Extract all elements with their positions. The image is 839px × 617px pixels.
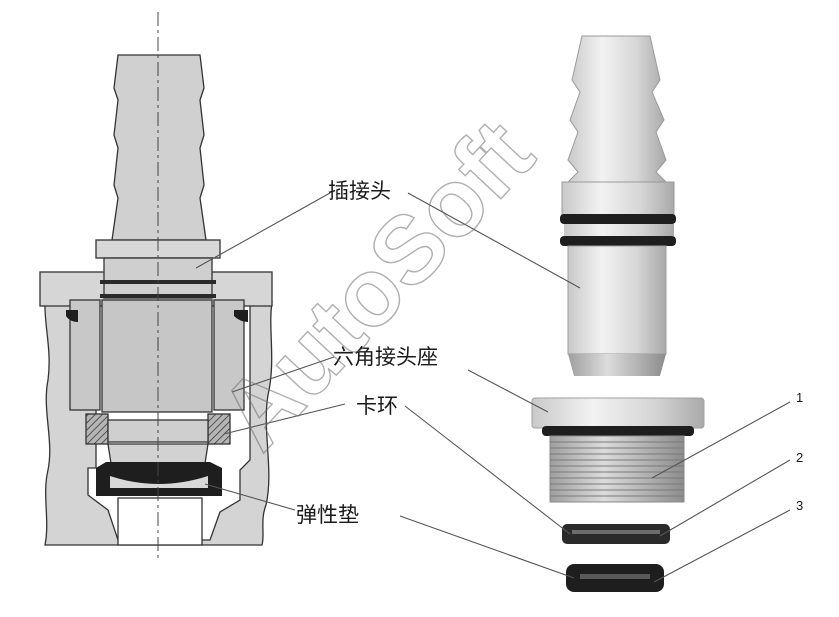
elastic-pad-photo-highlight	[580, 574, 650, 579]
plug-photo-oring-2	[560, 236, 676, 246]
hex-seat-photo-thread	[549, 435, 685, 503]
hex-seat-photo-flange	[531, 397, 705, 429]
plug-photo-body	[567, 245, 667, 355]
snap-ring-left-section	[85, 413, 109, 445]
part-number-1: 1	[796, 390, 803, 405]
plug-photo-tip	[568, 354, 666, 376]
label-elastic-pad: 弹性垫	[296, 503, 359, 527]
label-hex-seat: 六角接头座	[333, 345, 438, 369]
bottom-bore	[117, 497, 203, 546]
parts-photo	[531, 35, 705, 592]
plug-stem	[111, 54, 207, 241]
plug-body	[101, 299, 213, 413]
plug-photo-oring-1	[560, 214, 676, 224]
part-number-2: 2	[796, 450, 803, 465]
thread-lines	[550, 441, 684, 497]
plug-photo-stem	[566, 35, 668, 183]
label-plug: 插接头	[328, 179, 391, 203]
snap-ring-photo-highlight	[572, 530, 660, 534]
plug-photo-collar	[561, 181, 675, 217]
elastic-pad-inner	[110, 476, 208, 488]
o-ring-right-icon	[234, 310, 248, 322]
part-number-3: 3	[796, 498, 803, 513]
hex-seat-photo-oring	[542, 426, 694, 436]
cross-section-drawing	[39, 12, 273, 560]
label-snap-ring: 卡环	[356, 394, 398, 418]
plug-photo-mid	[564, 224, 674, 236]
o-ring-left-icon	[66, 310, 78, 322]
leader-lines	[195, 192, 791, 583]
